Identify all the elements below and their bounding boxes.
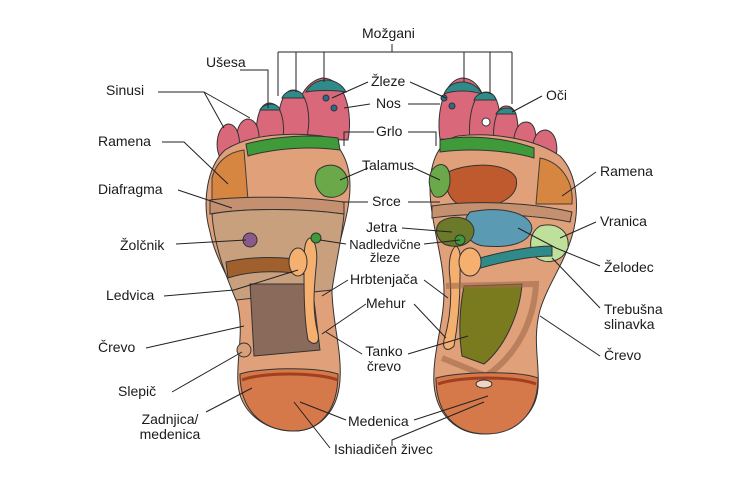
ramena-left-line [162, 141, 229, 185]
right-throat-band [439, 136, 535, 159]
trebusna-line [551, 257, 601, 309]
label-zolcnik: Žolčnik [120, 237, 165, 253]
label-nadledvicne-line1: Nadledvične [349, 237, 421, 252]
crevo-left-line [145, 325, 245, 349]
crevo-right-line [539, 315, 601, 357]
left-appendix [236, 342, 252, 358]
brain-bracket [277, 44, 513, 104]
label-diafragma: Diafragma [98, 181, 163, 197]
left-brain-cap [305, 79, 347, 93]
label-mozgani: Možgani [362, 25, 415, 41]
label-zleze: Žleze [371, 73, 406, 89]
left-heart-zone [314, 164, 349, 198]
label-zelodec: Želodec [604, 259, 654, 275]
hrbtenjaca-line [321, 279, 449, 299]
talamus-line [339, 167, 441, 181]
right-pelvis-band [437, 376, 537, 386]
mehur-line [321, 303, 447, 339]
right-heart-zone [445, 164, 517, 209]
left-gland-dot-1 [322, 94, 330, 102]
label-mehur: Mehur [366, 295, 406, 311]
label-hrbtenjaca: Hrbtenjača [350, 271, 418, 287]
ramena-right-line [561, 171, 597, 197]
right-thalamus-zone [428, 164, 451, 198]
label-crevo-right: Črevo [604, 347, 642, 363]
label-nos: Nos [376, 95, 401, 111]
tanko-line [325, 331, 469, 355]
label-vranica: Vranica [600, 213, 647, 229]
zleze-line [331, 81, 447, 99]
usesa-line [240, 69, 269, 108]
label-sinusi: Sinusi [106, 82, 145, 98]
right-spine [443, 245, 461, 350]
ishiadicen-line [293, 401, 485, 449]
nos-line [343, 103, 440, 109]
label-slepic: Slepič [118, 383, 157, 399]
slepic-line [171, 351, 243, 393]
vranica-line [559, 221, 597, 239]
right-pancreas-band [465, 245, 553, 273]
label-ishiadicen: Ishiadičen živec [334, 441, 433, 457]
label-grlo: Grlo [376, 123, 403, 139]
left-toe3-cap [259, 103, 281, 111]
label-tanko-line2: črevo [366, 358, 402, 374]
left-adrenal [288, 247, 308, 277]
label-talamus: Talamus [362, 157, 415, 173]
right-shoulder-zone [535, 157, 573, 205]
left-gland-dot-2 [330, 104, 338, 112]
zolcnik-line [175, 239, 247, 245]
medenica-line [299, 395, 489, 421]
left-toe2-cap [281, 90, 305, 99]
left-adrenal-dot [310, 232, 322, 244]
oci-line [511, 95, 543, 113]
grlo-line [343, 131, 437, 146]
sinusi-line [158, 91, 251, 129]
left-shoulder-zone [211, 149, 249, 201]
label-jetra: Jetra [366, 219, 398, 235]
label-zadnjica: Zadnjica/ medenica [130, 412, 210, 442]
nadledvicne-line [319, 239, 461, 245]
ledvica-line [163, 269, 299, 297]
zelodec-line [517, 227, 601, 267]
label-medenica: Medenica [348, 413, 409, 429]
zadnjica-line [205, 387, 253, 413]
label-ramena-right: Ramena [600, 163, 653, 179]
left-throat-band [245, 135, 341, 157]
right-adrenal [458, 247, 482, 277]
right-toe2-cap [473, 92, 497, 101]
right-stomach-zone [463, 209, 533, 247]
label-srce: Srce [372, 193, 401, 209]
right-foot [428, 77, 577, 435]
right-gland-dot-2 [448, 102, 456, 110]
right-intestine-zone [459, 283, 523, 365]
label-ledvica: Ledvica [106, 287, 155, 303]
label-ramena-left: Ramena [98, 133, 151, 149]
leader-lines [145, 44, 601, 449]
label-oci: Oči [546, 87, 567, 103]
left-heel-zone [239, 368, 339, 432]
label-tanko: Tanko črevo [358, 344, 410, 374]
diafragma-line [177, 189, 233, 209]
label-trebusna-line1: Trebušna [604, 301, 663, 317]
right-toe3-cap [495, 107, 517, 115]
left-intestine-zone [249, 283, 321, 357]
right-heel-spot [475, 379, 493, 389]
right-heel-zone [435, 372, 539, 435]
label-zadnjica-line1: Zadnjica/ [141, 411, 199, 427]
jetra-line [401, 227, 453, 233]
label-nadledvicne-line2: žleze [369, 250, 401, 265]
left-pelvis-band [241, 372, 339, 382]
right-eye-dot [481, 117, 491, 127]
label-crevo-left: Črevo [98, 339, 136, 355]
left-foot [205, 77, 351, 432]
label-nadledvicne: Nadledvične žleze [344, 238, 426, 264]
label-zadnjica-line2: medenica [139, 426, 201, 442]
label-trebusna-line2: slinavka [604, 316, 655, 332]
label-tanko-line1: Tanko [365, 343, 403, 359]
label-trebusna: Trebušna slinavka [604, 302, 663, 332]
label-usesa: Ušesa [206, 54, 246, 70]
